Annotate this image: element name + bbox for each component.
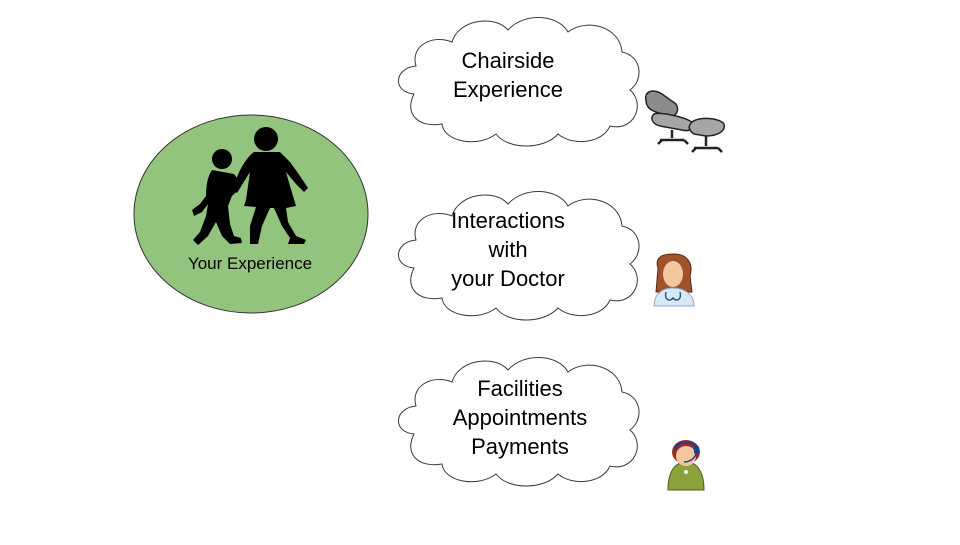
cloud-text-line: Interactions [451,208,565,233]
receptionist-headset-icon [667,440,705,491]
children-walking-icon [192,127,308,245]
cloud-doctor-text: Interactions with your Doctor [418,206,598,293]
experience-circle [133,114,369,314]
cloud-text-line: your Doctor [451,266,565,291]
cloud-chairside-text: Chairside Experience [418,46,598,104]
doctor-icon [653,253,695,307]
cloud-text-line: Payments [471,434,569,459]
cloud-text-line: Appointments [452,405,588,430]
center-label: Your Experience [187,254,313,273]
cloud-text-line: Facilities [477,376,563,401]
cloud-facilities-text: Facilities Appointments Payments [420,374,620,461]
cloud-text-line: Experience [452,77,564,102]
lounge-chair-icon [644,90,725,153]
cloud-text-line: Chairside [461,48,555,73]
cloud-text-line: with [488,237,528,262]
